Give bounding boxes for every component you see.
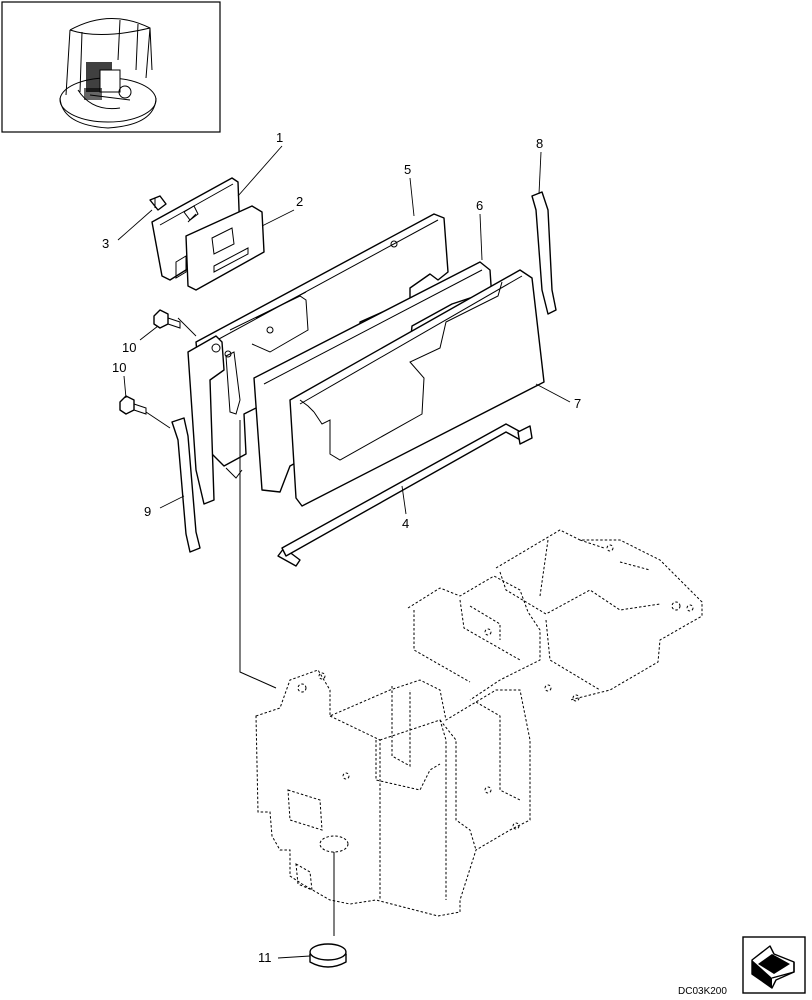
machine-cab-overview-icon [1, 1, 221, 133]
part-7-panel [289, 269, 545, 507]
callout-3: 3 [102, 236, 109, 251]
callout-7: 7 [574, 396, 581, 411]
next-page-arrow-icon[interactable] [742, 936, 806, 994]
machine-frame-outline [239, 420, 703, 917]
part-8-strip [531, 191, 557, 315]
part-10-bolt-lower [119, 395, 147, 415]
part-2-lid [175, 205, 265, 291]
callout-11: 11 [258, 950, 272, 965]
drawing-code: DC03K200 [678, 986, 727, 997]
part-3-clip [149, 195, 167, 211]
callout-10-lower: 10 [112, 360, 126, 375]
callout-10-upper: 10 [122, 340, 136, 355]
side-bracket [187, 335, 241, 505]
callout-4: 4 [402, 516, 409, 531]
callout-5: 5 [404, 162, 411, 177]
part-10-bolt-upper [153, 309, 181, 329]
callout-9: 9 [144, 504, 151, 519]
part-4-rod [277, 423, 533, 567]
leader-lines [117, 145, 571, 959]
part-11-plug [309, 852, 347, 968]
callout-1: 1 [276, 130, 283, 145]
callout-8: 8 [536, 136, 543, 151]
callout-6: 6 [476, 198, 483, 213]
part-9-strip [171, 417, 201, 553]
callout-2: 2 [296, 194, 303, 209]
part-1-cover-plate [151, 177, 241, 281]
